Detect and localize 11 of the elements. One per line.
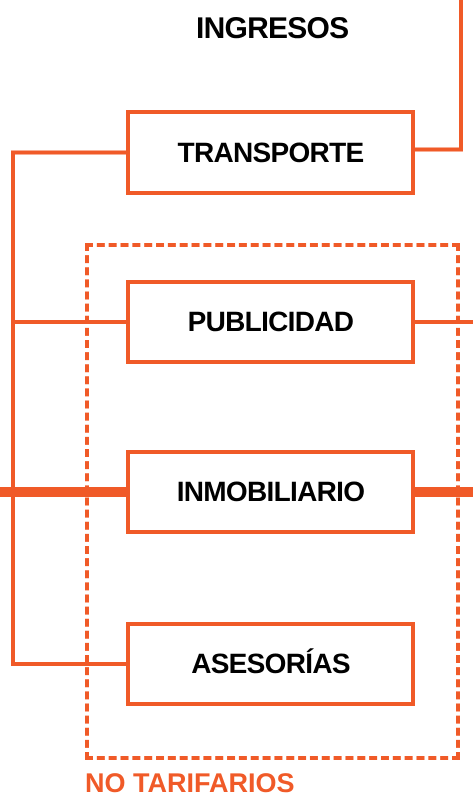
category-box: ASESORÍAS — [126, 622, 415, 706]
connector-line — [415, 0, 463, 152]
connector-line — [11, 150, 126, 666]
connector-line — [0, 487, 126, 497]
connector-line — [415, 320, 473, 324]
diagram-title: INGRESOS — [196, 14, 348, 44]
group-label: NO TARIFARIOS — [85, 770, 295, 797]
category-box: TRANSPORTE — [126, 110, 415, 195]
category-box: PUBLICIDAD — [126, 280, 415, 364]
category-box: INMOBILIARIO — [126, 450, 415, 534]
connector-line — [415, 487, 473, 497]
